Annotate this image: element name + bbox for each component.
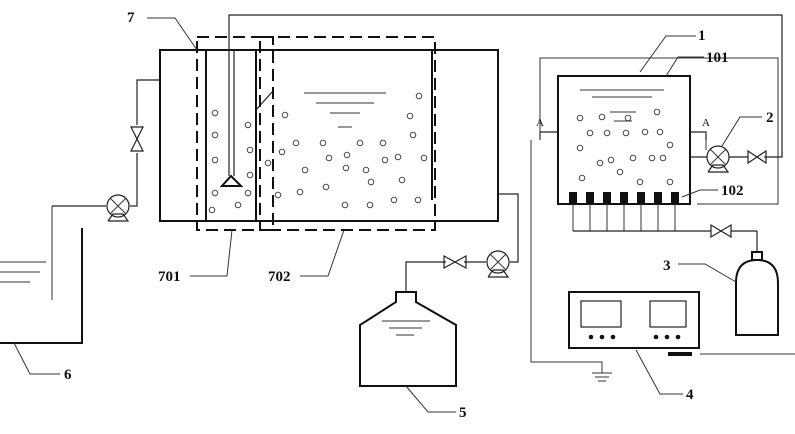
outlet-pipe [405,193,519,292]
label-5: 5 [459,405,467,421]
collection-tank-5 [359,291,457,387]
label-7: 7 [127,10,135,26]
zone-702 [259,36,436,231]
source-tank-6 [0,206,83,344]
electrical-wires [530,57,795,382]
gas-valve [710,223,732,239]
power-supply-4 [568,291,700,356]
tank-1-bubbles [576,108,674,186]
label-3: 3 [663,258,671,274]
outlet-valve [443,254,467,270]
label-a-right: A [702,117,710,129]
circulation-valve [747,149,767,165]
outlet-pump [486,250,510,278]
inlet-valve [130,126,144,152]
label-2: 2 [766,110,774,126]
leader-lines [13,17,762,413]
label-102: 102 [721,183,744,199]
inlet-pipe [52,79,160,207]
reference-labels: 7 1 101 2 102 3 4 5 6 701 702 A A [64,10,774,421]
label-a-left: A [536,117,544,129]
label-4: 4 [686,387,694,403]
zone-701 [196,36,274,231]
reactor-7 [159,20,499,222]
label-6: 6 [64,367,72,383]
gas-diffusers-102 [569,192,710,232]
label-1: 1 [698,28,706,44]
label-702: 702 [268,269,291,285]
gas-line [710,230,758,252]
gas-cylinder-3 [735,251,779,336]
circulation-pump-2 [706,145,730,173]
label-101: 101 [706,50,729,66]
tank-1 [539,75,707,205]
label-701: 701 [158,269,181,285]
top-return-pipe [228,14,783,158]
reactor-bubbles [208,92,428,214]
inlet-pump [106,194,130,222]
